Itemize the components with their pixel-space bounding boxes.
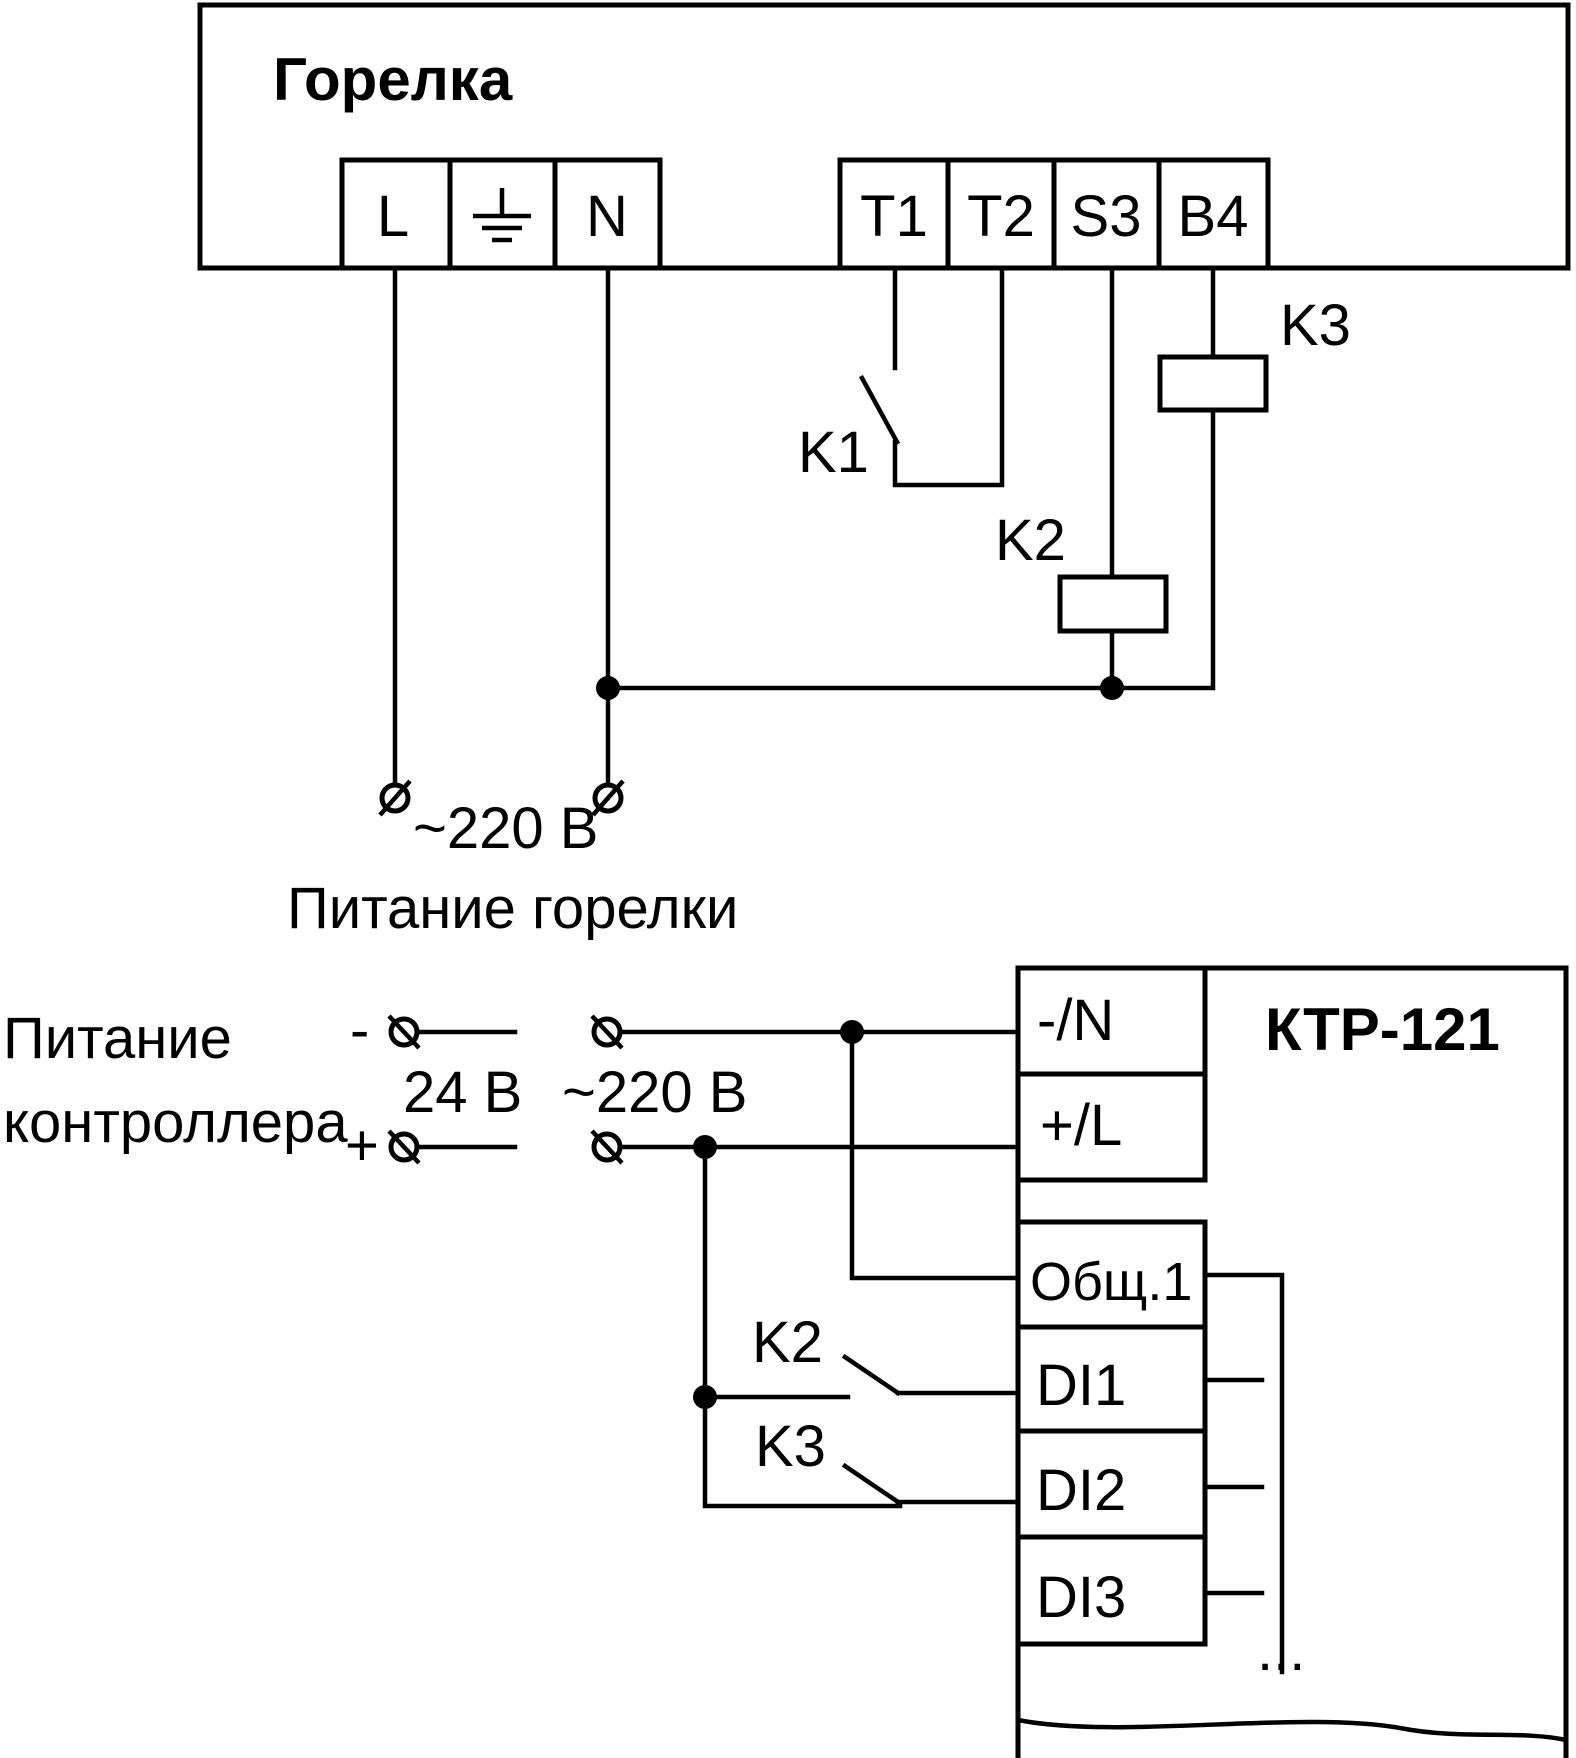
terminal-label-s3: S3 <box>1071 184 1142 249</box>
controller-power-label-line2: контроллера <box>3 1090 348 1155</box>
junction-dot <box>693 1135 717 1159</box>
terminal-label-di3: DI3 <box>1036 1565 1126 1630</box>
controller-power: Питание контроллера - + 24 В ~220 В <box>3 998 1021 1509</box>
wire-common <box>849 1029 1021 1281</box>
terminal-plus-l <box>1015 1071 1208 1183</box>
controller-title: КТР-121 <box>1265 996 1500 1063</box>
terminal-label-common-1: Общ.1 <box>1030 1252 1192 1312</box>
terminal-label-l: L <box>377 184 409 249</box>
terminal-label-b4: B4 <box>1178 184 1249 249</box>
k2-contact-blade <box>841 1353 902 1397</box>
controller-break-line <box>1015 1717 1569 1743</box>
relay-coil-k2 <box>1057 574 1169 634</box>
terminal-label-t1: T1 <box>860 184 928 249</box>
terminal-label-plus-l: +/L <box>1040 1093 1122 1158</box>
relay-label-k3: K3 <box>1280 293 1351 358</box>
dc-clamp-plus <box>387 1129 421 1165</box>
terminal-label-minus-n: -/N <box>1037 988 1114 1053</box>
contact-label-k3: K3 <box>755 1414 826 1479</box>
burner-supply-voltage: ~220 В <box>413 796 598 861</box>
k1-switch-blade <box>858 374 901 446</box>
relay-label-k1: K1 <box>798 420 869 485</box>
junction-dot <box>840 1020 864 1044</box>
junction-dot <box>1100 676 1124 700</box>
terminal-label-di2: DI2 <box>1036 1458 1126 1523</box>
dc-voltage-label: 24 В <box>403 1060 522 1125</box>
terminal-label-di1: DI1 <box>1036 1353 1126 1418</box>
burner-block: Горелка L N T1 T2 S3 B4 <box>197 2 1571 271</box>
burner-supply-label: Питание горелки <box>287 876 738 941</box>
wire-phase-bus <box>702 1144 903 1509</box>
dc-plus-sign: + <box>345 1113 379 1178</box>
k3-contact-blade <box>841 1462 902 1506</box>
wire-neutral-bus <box>605 407 1216 691</box>
continuation-ellipsis: ... <box>1257 1618 1305 1683</box>
terminal-label-n: N <box>586 184 628 249</box>
internal-common-bus <box>1202 1272 1285 1675</box>
ac-clamp-l <box>590 1129 624 1165</box>
relay-label-k2: K2 <box>995 508 1066 573</box>
junction-dot <box>596 676 620 700</box>
contact-label-k2: K2 <box>752 1310 823 1375</box>
burner-title: Горелка <box>273 46 513 113</box>
controller-power-label-line1: Питание <box>3 1006 232 1071</box>
terminal-label-t2: T2 <box>967 184 1035 249</box>
ac-voltage-label: ~220 В <box>562 1060 747 1125</box>
terminal-di3 <box>1015 1534 1208 1647</box>
burner-wiring: K1 K2 K3 ~220 В Питание горелки <box>287 265 1351 941</box>
supply-clamp-l <box>378 779 412 817</box>
ground-icon <box>473 188 531 243</box>
wire-t2-loop <box>892 265 1005 488</box>
controller-block: КТР-121 -/N +/L Общ.1 DI1 DI2 DI3 ... <box>1015 965 1569 1758</box>
dc-minus-sign: - <box>350 998 369 1063</box>
supply-clamp-n <box>591 779 625 817</box>
ac-clamp-n <box>590 1014 624 1050</box>
relay-coil-k3 <box>1157 354 1269 413</box>
dc-clamp-minus <box>387 1014 421 1050</box>
